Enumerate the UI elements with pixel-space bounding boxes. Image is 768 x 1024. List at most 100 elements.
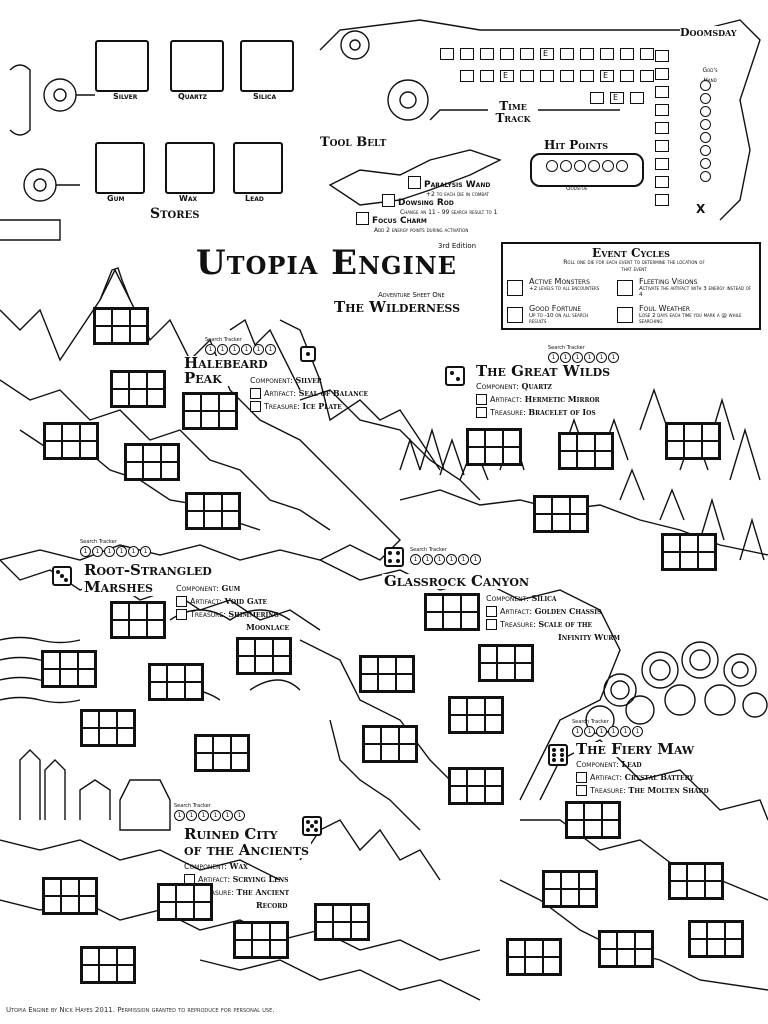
treasure-checkbox[interactable] [576,785,587,796]
search-box[interactable] [236,637,292,675]
time-track-box[interactable] [600,70,614,82]
search-box[interactable] [478,644,534,682]
time-track-box[interactable] [610,92,624,104]
time-track-box[interactable] [580,70,594,82]
tool-item-paralysis-wand[interactable]: Paralysis Wand +2 to each die in combat [408,172,490,200]
time-track-box[interactable] [460,48,474,60]
hit-point-circle[interactable] [574,160,586,172]
focus-charm-checkbox[interactable] [356,212,369,225]
time-track-box[interactable] [460,70,474,82]
time-track-box[interactable] [480,48,494,60]
search-step[interactable]: 1 [128,546,139,557]
time-track-box[interactable] [520,48,534,60]
search-box[interactable] [314,903,370,941]
gods-hand-circle[interactable] [700,158,711,169]
search-step[interactable]: 1 [632,726,643,737]
event-good-fortune[interactable]: Good Fortune Up to -10 on all search res… [507,304,588,325]
time-track-box[interactable] [540,70,554,82]
search-step[interactable]: 1 [434,554,445,565]
search-step[interactable]: 1 [222,810,233,821]
time-track-box[interactable] [630,92,644,104]
search-step[interactable]: 1 [174,810,185,821]
gods-hand-circle[interactable] [700,80,711,91]
search-step[interactable]: 1 [253,344,264,355]
doomsday-box[interactable] [655,158,669,170]
tool-item-focus-charm[interactable]: Focus Charm Add 2 energy points during a… [356,208,468,236]
search-step[interactable]: 1 [422,554,433,565]
gods-hand-circle[interactable] [700,119,711,130]
search-box[interactable] [124,443,180,481]
search-box[interactable] [80,709,136,747]
search-step[interactable]: 1 [572,352,583,363]
search-step[interactable]: 1 [608,726,619,737]
search-step[interactable]: 1 [560,352,571,363]
active-monsters-track[interactable] [507,279,523,296]
search-box[interactable] [182,392,238,430]
search-step[interactable]: 1 [234,810,245,821]
treasure-checkbox[interactable] [250,401,261,412]
search-step[interactable]: 1 [446,554,457,565]
hit-point-circle[interactable] [602,160,614,172]
search-step[interactable]: 1 [186,810,197,821]
hit-point-circle[interactable] [616,160,628,172]
search-box[interactable] [148,663,204,701]
artifact-checkbox[interactable] [250,388,261,399]
doomsday-box[interactable] [655,176,669,188]
artifact-checkbox[interactable] [486,606,497,617]
search-box[interactable] [110,601,166,639]
search-step[interactable]: 1 [572,726,583,737]
search-box[interactable] [448,696,504,734]
search-step[interactable]: 1 [205,344,216,355]
search-box[interactable] [598,930,654,968]
search-box[interactable] [185,492,241,530]
search-step[interactable]: 1 [410,554,421,565]
time-track-box[interactable] [440,48,454,60]
dowsing-rod-checkbox[interactable] [382,194,395,207]
search-box[interactable] [665,422,721,460]
search-step[interactable]: 1 [470,554,481,565]
time-track-box[interactable] [500,48,514,60]
time-track-box[interactable] [520,70,534,82]
search-step[interactable]: 1 [140,546,151,557]
search-box[interactable] [558,432,614,470]
search-box[interactable] [194,734,250,772]
search-step[interactable]: 1 [116,546,127,557]
search-box[interactable] [362,725,418,763]
search-step[interactable]: 1 [229,344,240,355]
treasure-checkbox[interactable] [476,407,487,418]
treasure-checkbox[interactable] [486,619,497,630]
time-track-box[interactable] [620,48,634,60]
time-track-box[interactable] [580,48,594,60]
event-foul-weather[interactable]: Foul Weather Lose 2 days each time you m… [617,304,742,325]
search-box[interactable] [533,495,589,533]
time-track-box[interactable] [600,48,614,60]
search-step[interactable]: 1 [458,554,469,565]
hit-point-circle[interactable] [560,160,572,172]
search-step[interactable]: 1 [620,726,631,737]
doomsday-box[interactable] [655,122,669,134]
search-step[interactable]: 1 [584,726,595,737]
search-step[interactable]: 1 [596,352,607,363]
artifact-checkbox[interactable] [176,596,187,607]
search-box[interactable] [506,938,562,976]
hit-point-circle[interactable] [546,160,558,172]
time-track-box[interactable] [640,70,654,82]
search-box[interactable] [93,307,149,345]
time-track-box[interactable] [540,48,554,60]
search-step[interactable]: 1 [92,546,103,557]
search-box[interactable] [43,422,99,460]
search-box[interactable] [42,877,98,915]
doomsday-box[interactable] [655,68,669,80]
search-box[interactable] [448,767,504,805]
tool-item-dowsing-rod[interactable]: Dowsing Rod Change an 11 - 99 search res… [382,190,497,218]
time-track-box[interactable] [480,70,494,82]
search-step[interactable]: 1 [217,344,228,355]
time-track-box[interactable] [620,70,634,82]
time-track-box[interactable] [590,92,604,104]
search-box[interactable] [688,920,744,958]
search-step[interactable]: 1 [584,352,595,363]
time-track-box[interactable] [560,70,574,82]
search-box[interactable] [233,921,289,959]
search-box[interactable] [668,862,724,900]
foul-weather-track[interactable] [617,306,633,323]
